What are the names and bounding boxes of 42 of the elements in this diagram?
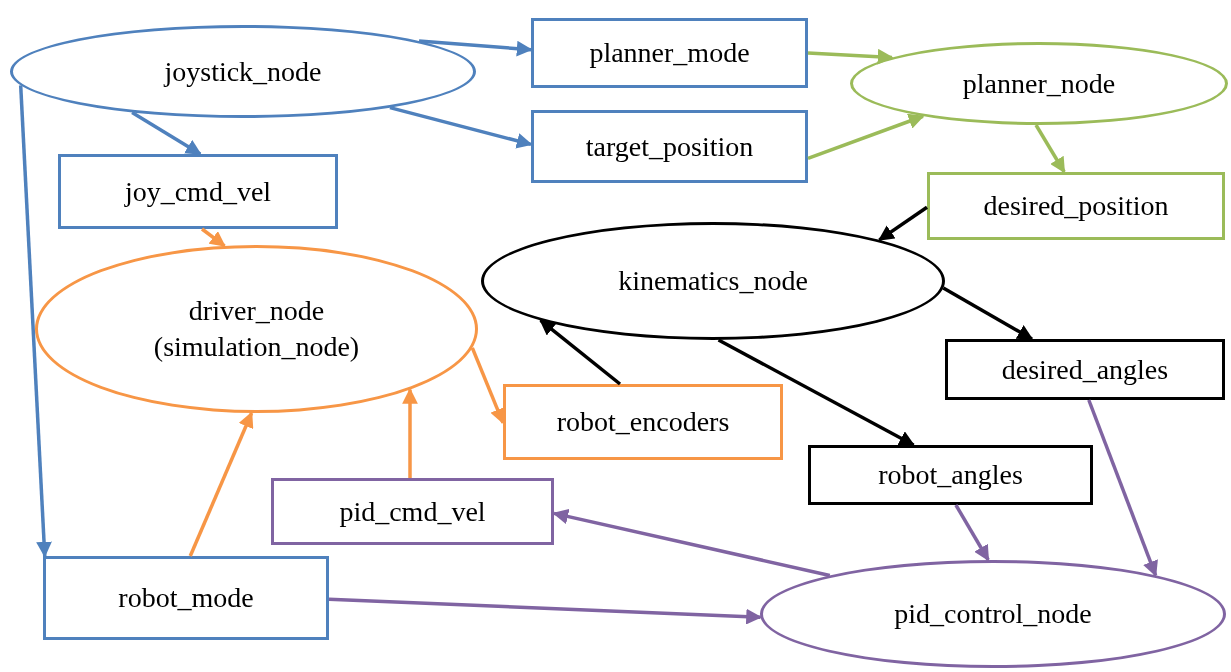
node-label: robot_mode [118,581,254,615]
arrow [539,319,622,386]
node-label: planner_node [962,66,1116,101]
node-label: desired_position [983,189,1169,223]
node-label: joy_cmd_vel [124,174,272,209]
node-label: driver_node (simulation_node) [152,294,361,364]
arrow [1087,399,1158,577]
node-label: desired_angles [1001,352,1169,387]
arrow [389,105,533,149]
arrow [1034,124,1066,174]
topic-box [531,110,808,183]
topic-box [503,384,783,460]
arrow [942,286,1034,341]
arrow [878,205,928,242]
arrow [807,113,925,161]
arrow [470,347,505,425]
arrow [18,85,52,558]
arrow [552,508,831,578]
arrow [418,39,533,57]
node-label: planner_mode [589,36,750,70]
arrow [131,110,202,156]
topic-box [927,172,1225,240]
arrow [717,338,915,447]
topic-box [531,18,808,88]
topic-box [43,556,329,640]
topic-box [945,339,1225,400]
node-label: kinematics_node [618,264,808,298]
arrow [188,411,254,557]
arrow [954,504,990,562]
topic-box [808,445,1093,505]
arrow [200,227,226,248]
node-label: pid_cmd_vel [339,494,486,529]
node-label: target_position [585,129,754,164]
node-label: robot_encoders [556,405,730,439]
node-label: pid_control_node [894,597,1092,631]
arrow [807,48,894,65]
node-label: joystick_node [164,54,322,89]
topic-box [58,154,338,229]
arrow [328,597,762,625]
arrow [402,388,418,478]
node-label: robot_angles [878,458,1023,492]
topic-box [271,478,554,545]
